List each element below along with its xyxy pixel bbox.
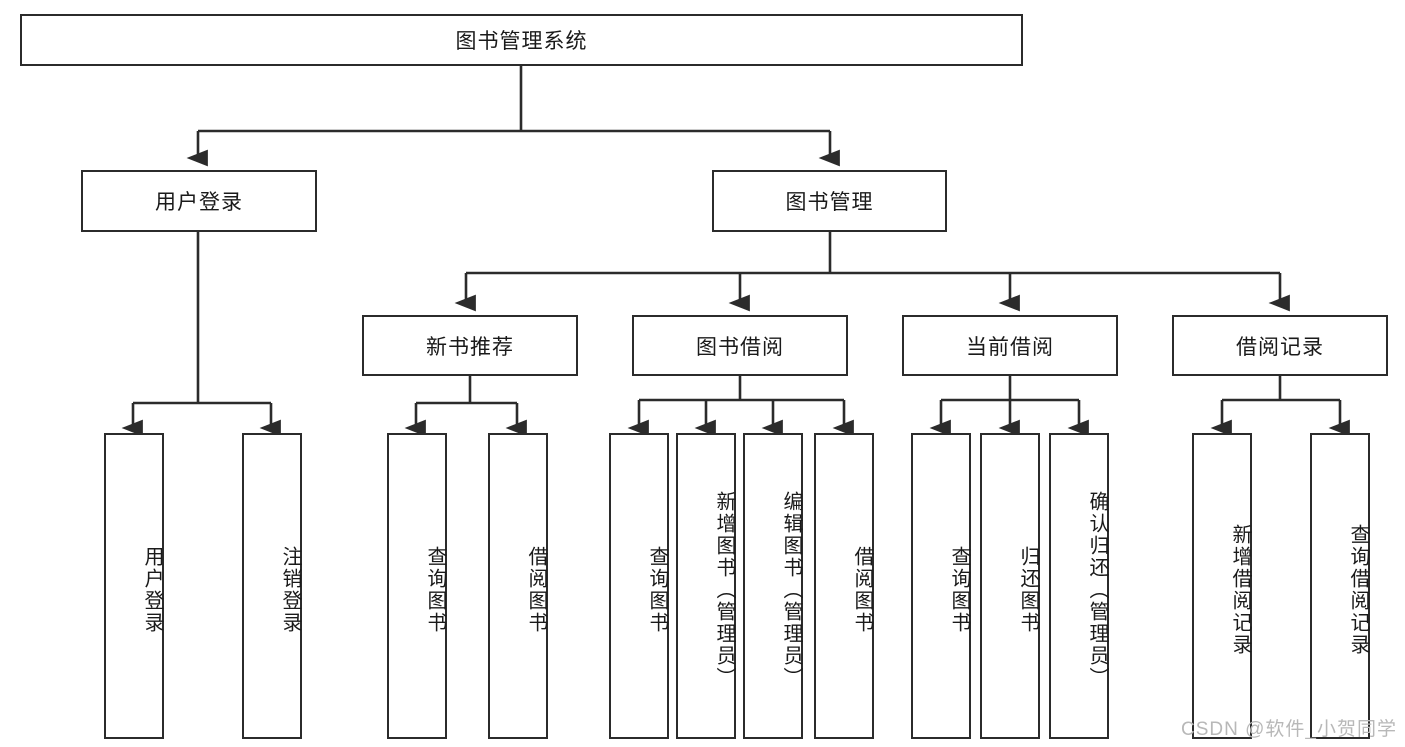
node-label: 归还图书 bbox=[1017, 546, 1039, 634]
leaf-book-borrow-query[interactable]: 查询图书 bbox=[609, 433, 669, 739]
leaf-user-login-signin[interactable]: 用户登录 bbox=[104, 433, 164, 739]
node-root-book-management-system[interactable]: 图书管理系统 bbox=[20, 14, 1023, 66]
watermark-text: CSDN @软件_小贺同学 bbox=[1181, 719, 1397, 740]
node-label: 编辑图书（管理员） bbox=[780, 491, 802, 689]
leaf-book-borrow-add[interactable]: 新增图书（管理员） bbox=[676, 433, 736, 739]
node-label: 新书推荐 bbox=[426, 335, 514, 359]
leaf-borrow-record-query[interactable]: 查询借阅记录 bbox=[1310, 433, 1370, 739]
node-label: 查询图书 bbox=[646, 546, 668, 634]
node-label: 图书借阅 bbox=[696, 335, 784, 359]
node-label: 当前借阅 bbox=[966, 335, 1054, 359]
node-label: 用户登录 bbox=[155, 191, 243, 214]
leaf-current-borrow-confirm-return[interactable]: 确认归还（管理员） bbox=[1049, 433, 1109, 739]
node-user-login[interactable]: 用户登录 bbox=[81, 170, 317, 232]
leaf-book-borrow-edit[interactable]: 编辑图书（管理员） bbox=[743, 433, 803, 739]
node-current-borrow[interactable]: 当前借阅 bbox=[902, 315, 1118, 376]
node-label: 图书管理系统 bbox=[455, 30, 588, 53]
node-label: 借阅图书 bbox=[525, 546, 547, 634]
node-label: 查询借阅记录 bbox=[1347, 524, 1369, 656]
leaf-new-book-borrow[interactable]: 借阅图书 bbox=[488, 433, 548, 739]
node-label: 注销登录 bbox=[279, 546, 301, 634]
node-label: 确认归还（管理员） bbox=[1086, 491, 1108, 689]
node-label: 新增借阅记录 bbox=[1229, 524, 1251, 656]
node-new-book-recommend[interactable]: 新书推荐 bbox=[362, 315, 578, 376]
node-label: 查询图书 bbox=[948, 546, 970, 634]
node-label: 借阅图书 bbox=[851, 546, 873, 634]
node-book-borrow[interactable]: 图书借阅 bbox=[632, 315, 848, 376]
leaf-book-borrow-lend[interactable]: 借阅图书 bbox=[814, 433, 874, 739]
node-label: 新增图书（管理员） bbox=[713, 491, 735, 689]
leaf-current-borrow-query[interactable]: 查询图书 bbox=[911, 433, 971, 739]
leaf-borrow-record-add[interactable]: 新增借阅记录 bbox=[1192, 433, 1252, 739]
node-label: 用户登录 bbox=[141, 546, 163, 634]
node-borrow-record[interactable]: 借阅记录 bbox=[1172, 315, 1388, 376]
leaf-user-login-signout[interactable]: 注销登录 bbox=[242, 433, 302, 739]
node-book-management[interactable]: 图书管理 bbox=[712, 170, 947, 232]
node-label: 查询图书 bbox=[424, 546, 446, 634]
leaf-current-borrow-return[interactable]: 归还图书 bbox=[980, 433, 1040, 739]
node-label: 图书管理 bbox=[785, 191, 874, 214]
node-label: 借阅记录 bbox=[1236, 335, 1324, 359]
leaf-new-book-query[interactable]: 查询图书 bbox=[387, 433, 447, 739]
